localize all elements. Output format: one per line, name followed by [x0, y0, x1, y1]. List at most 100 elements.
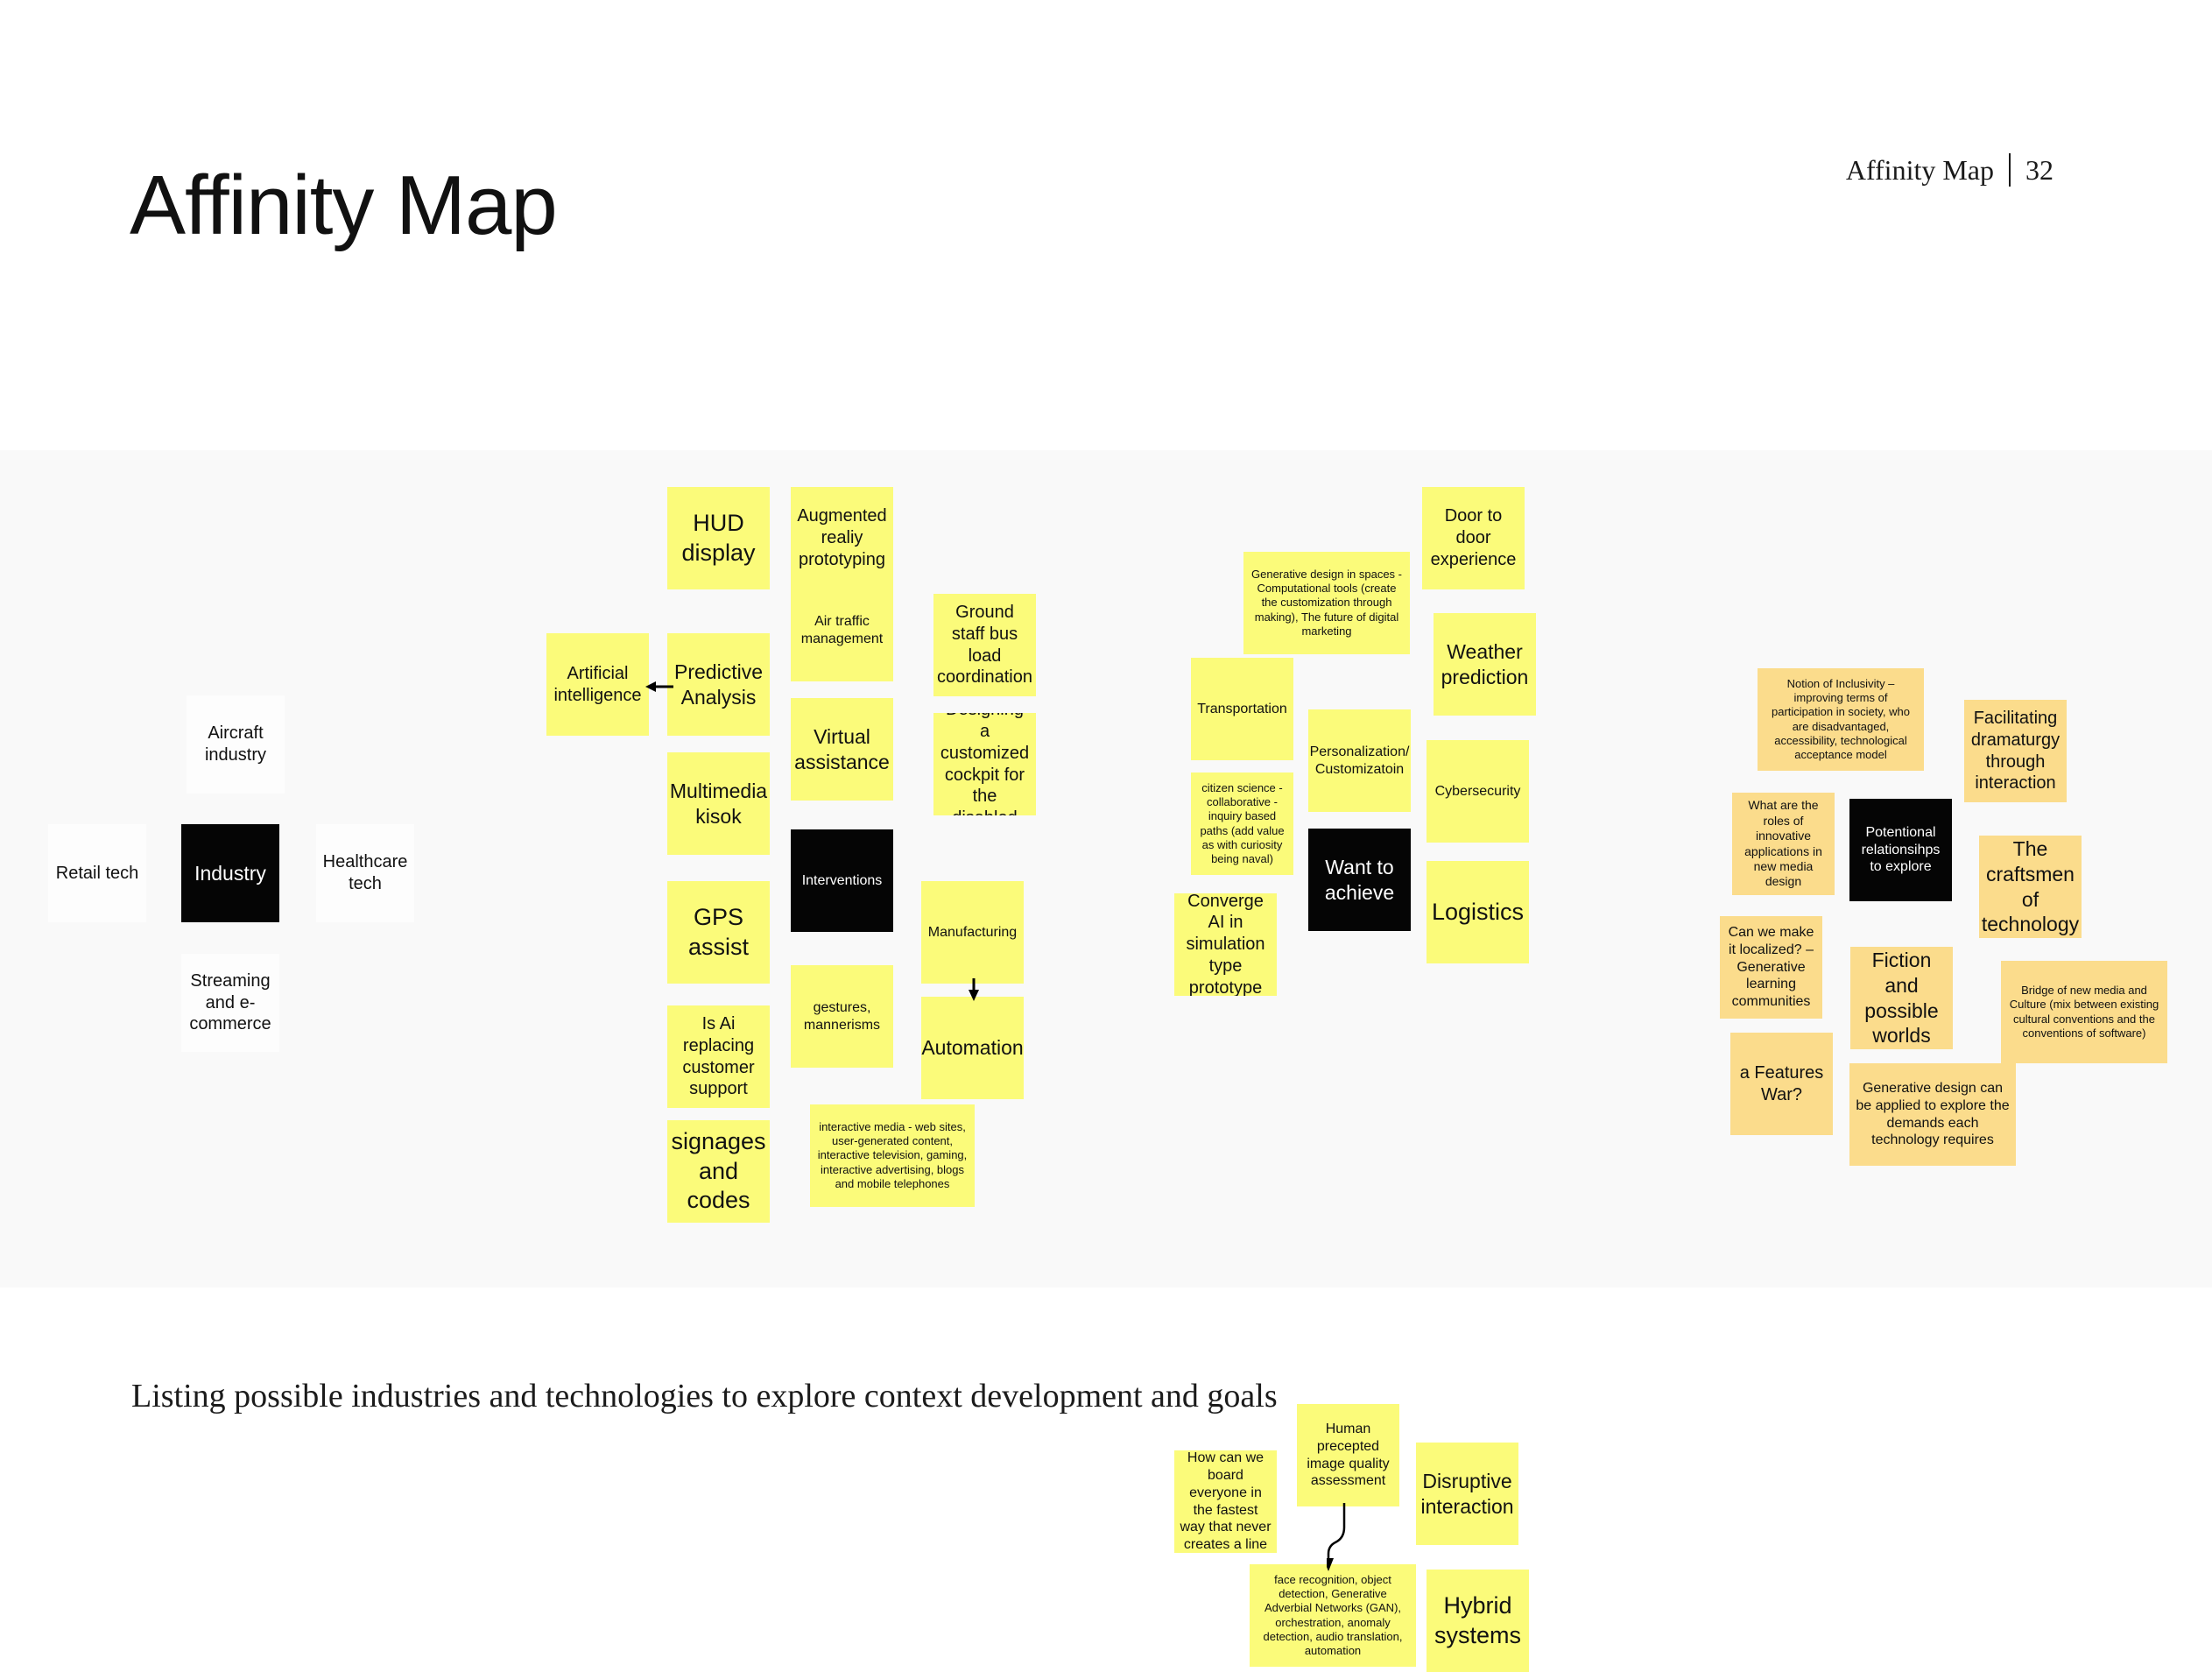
sticky-note-predictive-analysis[interactable]: Predictive Analysis — [667, 633, 770, 736]
sticky-note-label: HUD display — [681, 510, 756, 566]
sticky-note-label: gestures, mannerisms — [803, 999, 881, 1033]
sticky-note-label: Logistics — [1431, 898, 1525, 925]
sticky-note-label: Notion of Inclusivity – improving terms … — [1771, 677, 1910, 761]
sticky-note-designing-cockpit[interactable]: Designing a customized cockpit for the d… — [933, 713, 1036, 815]
sticky-note-hybrid-systems[interactable]: Hybrid systems — [1427, 1570, 1529, 1672]
sticky-note-converge-ai-simulation[interactable]: Converge AI in simulation type prototype — [1174, 893, 1277, 996]
sticky-note-label: Facilitating dramaturgy through interact… — [1970, 708, 2061, 794]
sticky-note-door-to-door-experience[interactable]: Door to door experience — [1422, 487, 1525, 589]
sticky-note-interventions-hub[interactable]: Interventions — [791, 829, 893, 932]
sticky-note-label: Transportation — [1197, 701, 1287, 716]
sticky-note-potential-relationships-hub[interactable]: Potentional relationsihps to explore — [1849, 799, 1952, 901]
sticky-note-streaming-and-ecommerce[interactable]: Streaming and e-commerce — [181, 954, 279, 1052]
sticky-note-label: Healthcare tech — [322, 852, 408, 893]
sticky-note-label: Predictive Analysis — [674, 660, 763, 709]
sticky-note-generative-design-demands[interactable]: Generative design can be applied to expl… — [1849, 1063, 2016, 1166]
sticky-note-label: Converge AI in simulation type prototype — [1186, 893, 1265, 996]
sticky-note-personalization-custom[interactable]: Personalization/ Customizatoin — [1308, 709, 1411, 812]
sticky-note-augmented-reality-proto[interactable]: Augmented realiy prototyping — [791, 487, 893, 589]
header-meta: Affinity Map 32 — [1846, 153, 2053, 187]
sticky-note-is-ai-replacing-support[interactable]: Is Ai replacing customer support — [667, 1005, 770, 1108]
header-divider — [2009, 153, 2011, 187]
sticky-note-label: Automation — [921, 1036, 1024, 1060]
sticky-note-citizen-science[interactable]: citizen science - collaborative - inquir… — [1191, 773, 1293, 875]
slide-caption: Listing possible industries and technolo… — [131, 1378, 1278, 1414]
sticky-note-want-to-achieve-hub[interactable]: Want to achieve — [1308, 829, 1411, 931]
sticky-note-fiction-possible-worlds[interactable]: Fiction and possible worlds — [1850, 947, 1953, 1049]
sticky-note-label: interactive media - web sites, user-gene… — [817, 1120, 968, 1190]
sticky-note-notion-of-inclusivity[interactable]: Notion of Inclusivity – improving terms … — [1758, 668, 1924, 771]
sticky-note-label: Human precepted image quality assessment — [1307, 1421, 1390, 1489]
sticky-note-label: Retail tech — [55, 863, 139, 883]
sticky-note-logistics[interactable]: Logistics — [1427, 861, 1529, 963]
sticky-note-label: Augmented realiy prototyping — [797, 506, 887, 569]
sticky-note-a-features-war[interactable]: a Features War? — [1730, 1033, 1833, 1135]
sticky-note-gps-assist[interactable]: GPS assist — [667, 881, 770, 984]
sticky-note-label: What are the roles of innovative applica… — [1744, 798, 1822, 889]
sticky-note-label: Cybersecurity — [1434, 783, 1521, 799]
sticky-note-label: Aircraft industry — [204, 723, 267, 765]
sticky-note-label: The craftsmen of technology — [1981, 837, 2080, 936]
page-number: 32 — [2025, 153, 2053, 186]
sticky-note-generative-design-spaces[interactable]: Generative design in spaces - Computatio… — [1243, 552, 1410, 654]
sticky-note-human-precepted-iqa[interactable]: Human precepted image quality assessment — [1297, 1404, 1399, 1506]
sticky-note-air-traffic-management[interactable]: Air traffic management — [791, 579, 893, 681]
sticky-note-label: Interventions — [801, 872, 883, 888]
sticky-note-disruptive-interaction[interactable]: Disruptive interaction — [1416, 1443, 1518, 1545]
sticky-note-label: Can we make it localized? – Generative l… — [1728, 924, 1814, 1010]
sticky-note-label: face recognition, object detection, Gene… — [1263, 1573, 1403, 1657]
page-title: Affinity Map — [130, 159, 558, 252]
sticky-note-label: Artificial intelligence — [553, 663, 642, 705]
header-meta-label: Affinity Map — [1845, 153, 1994, 186]
sticky-note-label: Multimedia kisok — [669, 779, 768, 828]
sticky-note-label: Generative design in spaces - Computatio… — [1251, 568, 1402, 638]
sticky-note-facilitating-dramaturgy[interactable]: Facilitating dramaturgy through interact… — [1964, 700, 2067, 802]
sticky-note-weather-prediction[interactable]: Weather prediction — [1434, 613, 1536, 716]
sticky-note-bridge-new-media-culture[interactable]: Bridge of new media and Culture (mix bet… — [2001, 961, 2167, 1063]
sticky-note-label: Door to door experience — [1430, 506, 1517, 569]
sticky-note-label: Designing a customized cockpit for the d… — [940, 713, 1030, 815]
sticky-note-label: Disruptive interaction — [1420, 1469, 1514, 1518]
sticky-note-automation[interactable]: Automation — [921, 997, 1024, 1099]
sticky-note-label: Manufacturing — [927, 924, 1018, 940]
sticky-note-roles-innovative-apps[interactable]: What are the roles of innovative applica… — [1732, 793, 1835, 895]
sticky-note-label: How can we board everyone in the fastest… — [1180, 1450, 1272, 1553]
sticky-note-artificial-intelligence[interactable]: Artificial intelligence — [546, 633, 649, 736]
sticky-note-healthcare-tech[interactable]: Healthcare tech — [316, 824, 414, 922]
sticky-note-manufacturing[interactable]: Manufacturing — [921, 881, 1024, 984]
sticky-note-ground-staff-bus-load[interactable]: Ground staff bus load coordination — [933, 594, 1036, 696]
sticky-note-label: Air traffic management — [800, 613, 884, 646]
sticky-note-label: Weather prediction — [1441, 639, 1529, 688]
sticky-note-can-we-make-localized[interactable]: Can we make it localized? – Generative l… — [1720, 916, 1822, 1019]
sticky-note-hud-display[interactable]: HUD display — [667, 487, 770, 589]
sticky-note-label: Personalization/ Customizatoin — [1309, 744, 1410, 777]
sticky-note-virtual-assistance[interactable]: Virtual assistance — [791, 698, 893, 801]
sticky-note-craftsmen-of-technology[interactable]: The craftsmen of technology — [1979, 836, 2082, 938]
arrow-curved-down-icon — [1327, 1503, 1346, 1571]
sticky-note-multimedia-kiosk[interactable]: Multimedia kisok — [667, 752, 770, 855]
sticky-note-label: Streaming and e-commerce — [189, 970, 271, 1034]
sticky-note-how-board-everyone[interactable]: How can we board everyone in the fastest… — [1174, 1450, 1277, 1553]
sticky-note-retail-tech[interactable]: Retail tech — [48, 824, 146, 922]
sticky-note-label: a Features War? — [1739, 1062, 1824, 1104]
sticky-note-label: citizen science - collaborative - inquir… — [1200, 781, 1285, 865]
sticky-note-label: GPS assist — [687, 904, 750, 960]
sticky-note-label: Want to achieve — [1324, 855, 1395, 904]
sticky-note-label: signages and codes — [671, 1128, 766, 1214]
sticky-note-label: Hybrid systems — [1434, 1592, 1521, 1648]
sticky-note-cybersecurity[interactable]: Cybersecurity — [1427, 740, 1529, 843]
sticky-note-industry-hub[interactable]: Industry — [181, 824, 279, 922]
sticky-note-signages-and-codes[interactable]: signages and codes — [667, 1120, 770, 1223]
sticky-note-label: Virtual assistance — [794, 724, 890, 773]
sticky-note-label: Bridge of new media and Culture (mix bet… — [2009, 984, 2159, 1040]
sticky-note-transportation[interactable]: Transportation — [1191, 658, 1293, 760]
sticky-note-label: Potentional relationsihps to explore — [1861, 824, 1941, 875]
sticky-note-face-recognition-list[interactable]: face recognition, object detection, Gene… — [1250, 1564, 1416, 1667]
sticky-note-label: Is Ai replacing customer support — [682, 1013, 755, 1099]
sticky-note-interactive-media[interactable]: interactive media - web sites, user-gene… — [810, 1104, 975, 1207]
sticky-note-label: Fiction and possible worlds — [1864, 949, 1939, 1048]
sticky-note-aircraft-industry[interactable]: Aircraft industry — [187, 695, 285, 794]
sticky-note-label: Ground staff bus load coordination — [937, 602, 1032, 688]
sticky-note-gestures-mannerisms[interactable]: gestures, mannerisms — [791, 965, 893, 1068]
sticky-note-label: Generative design can be applied to expl… — [1856, 1080, 2010, 1148]
